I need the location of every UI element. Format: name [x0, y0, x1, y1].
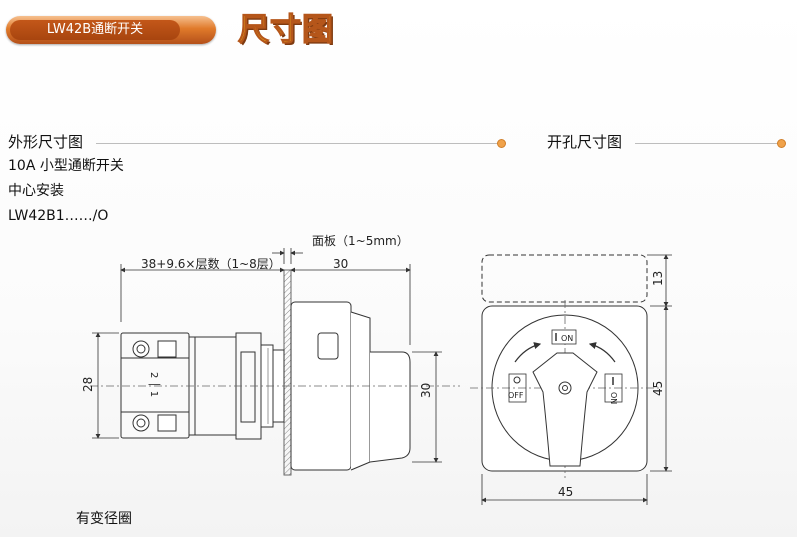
page-title: 尺寸图	[237, 11, 334, 48]
cutout-outline	[481, 254, 648, 303]
depth-label: 30	[333, 257, 348, 271]
panel-hatch	[283, 269, 292, 476]
knob-handle	[532, 352, 598, 467]
desc-model: LW42B1……/O	[8, 208, 109, 224]
category-pill: LW42B通断开关	[6, 16, 216, 44]
outline-section-title: 外形尺寸图	[8, 133, 84, 151]
on-top-label: ON	[561, 334, 573, 343]
footer-note: 有变径圈	[76, 511, 132, 527]
panel-thickness-label: 面板（1~5mm）	[312, 234, 409, 248]
contact-marks: 2 │ 1	[148, 372, 161, 397]
category-pill-label: LW42B通断开关	[10, 20, 180, 40]
outline-section-dot	[497, 139, 506, 148]
desc-mounting: 中心安装	[8, 183, 64, 199]
outline-section-rule	[96, 143, 501, 144]
off-label: OFF	[508, 391, 524, 400]
cutout-section-dot	[777, 139, 786, 148]
desc-rating: 10A 小型通断开关	[8, 158, 124, 174]
cutout-section-rule	[635, 143, 780, 144]
length-formula-label: 38+9.6×层数（1~8层）	[141, 256, 281, 271]
switch-body	[188, 336, 237, 436]
cutout-height-label: 13	[651, 271, 665, 286]
side-view	[90, 248, 460, 476]
plate-width-label: 45	[558, 485, 573, 499]
front-view	[470, 254, 672, 505]
terminal-height-label: 28	[81, 377, 95, 392]
on-right-label: ON	[609, 392, 618, 404]
knob-height-label: 30	[419, 383, 433, 398]
plate-height-label: 45	[651, 381, 665, 396]
cutout-section-title: 开孔尺寸图	[547, 133, 623, 151]
knob-handle-profile	[369, 351, 411, 463]
